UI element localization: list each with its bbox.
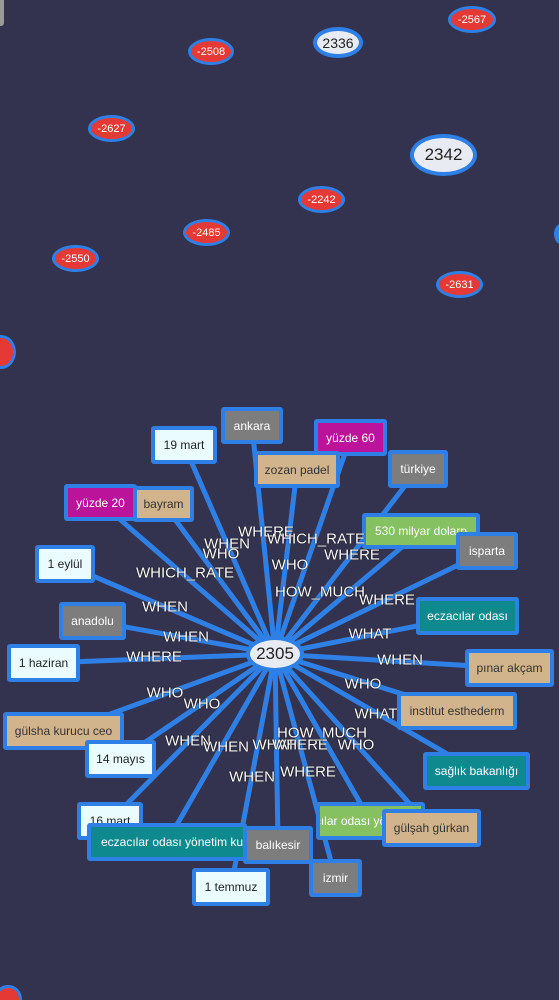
entity-node[interactable]: türkiye [388, 450, 448, 488]
graph-edge [43, 651, 276, 666]
graph-edge [161, 502, 278, 656]
entity-node[interactable]: 1 haziran [7, 644, 80, 682]
entity-node[interactable]: anadolu [59, 602, 126, 640]
entity-node[interactable]: gülşah gürkan [382, 809, 481, 847]
entity-node[interactable]: 1 eylül [35, 545, 95, 583]
entity-node[interactable]: bayram [133, 486, 194, 522]
graph-edge [98, 500, 277, 656]
offscreen-node-bottom[interactable] [0, 985, 22, 1000]
entity-node[interactable]: yüzde 20 [64, 484, 137, 521]
number-node[interactable]: -2550 [52, 245, 99, 272]
number-node[interactable]: -2631 [436, 271, 483, 298]
number-node[interactable]: 2342 [410, 134, 477, 176]
number-node[interactable]: -2242 [298, 186, 345, 213]
entity-node[interactable]: eczacılar odası [416, 597, 519, 635]
entity-node[interactable]: pınar akçam [465, 649, 554, 687]
number-node[interactable]: 2336 [313, 27, 363, 58]
offscreen-node-top[interactable] [0, 0, 4, 26]
entity-node[interactable]: 1 temmuz [192, 868, 270, 906]
number-node[interactable]: -2485 [183, 219, 230, 246]
offscreen-node-right[interactable] [554, 224, 559, 244]
entity-node[interactable]: ankara [221, 407, 283, 444]
entity-node[interactable]: 19 mart [151, 426, 217, 464]
entity-node[interactable]: sağlık bakanlığı [423, 752, 530, 790]
graph-edge [273, 548, 489, 657]
graph-edge [164, 652, 278, 844]
entity-node[interactable]: isparta [456, 532, 518, 570]
graph-edge [273, 467, 420, 656]
entity-node[interactable]: institut esthederm [397, 692, 517, 730]
center-node[interactable]: 2305 [246, 636, 304, 672]
entity-node[interactable]: zozan padel [254, 451, 340, 488]
number-node[interactable]: -2508 [188, 38, 234, 65]
entity-node[interactable]: balıkesir [243, 826, 313, 864]
graph-edge [273, 529, 423, 656]
entity-node[interactable]: eczacılar odası yönetim kurulu [87, 823, 247, 861]
graph-edge [272, 469, 300, 655]
graph-edge [64, 561, 276, 657]
graph-edge [108, 652, 277, 823]
graph-edge [181, 444, 278, 655]
number-node[interactable]: -2567 [448, 6, 496, 33]
graph-edge [272, 652, 373, 823]
entity-node[interactable]: yüzde 60 [314, 419, 387, 456]
graph-edge [272, 653, 281, 846]
graph-edge [273, 651, 478, 774]
entity-node[interactable]: izmir [309, 859, 362, 897]
graph-edge [272, 653, 338, 879]
graph-edge [273, 652, 434, 830]
number-node[interactable]: -2627 [88, 115, 135, 142]
entity-node[interactable]: 14 mayıs [85, 740, 156, 778]
